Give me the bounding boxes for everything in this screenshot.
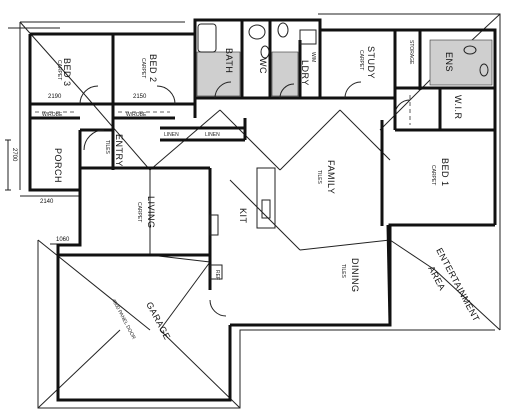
roof-outline: [8, 13, 501, 409]
room-ensuite: ENS: [444, 52, 454, 72]
room-dining-floor: TILES: [340, 264, 346, 279]
dim-porch-height: 2700: [11, 148, 17, 162]
room-study: STUDY: [366, 46, 376, 79]
dim-porch-width: 2140: [40, 199, 54, 205]
room-bed1-floor: CARPET: [430, 165, 436, 185]
room-bed3-floor: CARPET: [56, 60, 62, 80]
interior-walls: [30, 20, 495, 290]
doors: [79, 81, 411, 317]
room-wc: WC: [258, 58, 268, 74]
room-family-floor: TILES: [316, 170, 322, 185]
wrobe-bed3: W/ROBE: [42, 112, 63, 118]
wm-label: W/M: [310, 52, 316, 62]
garage-door-note: 4800 PANEL DOOR: [110, 298, 136, 341]
dim-bed3-width: 2190: [48, 94, 62, 100]
room-dining: DINING: [350, 258, 360, 293]
ref-label: REF: [214, 270, 220, 280]
room-living: LIVING: [146, 196, 156, 229]
room-laundry: LDRY: [300, 60, 310, 86]
linen-1: LINEN: [164, 132, 179, 138]
room-garage: GARAGE: [144, 300, 172, 341]
room-labels: BED 3 CARPET 2190 BED 2 CARPET 2150 BATH…: [11, 40, 482, 342]
room-entry-floor: TILES: [104, 140, 110, 155]
room-porch: PORCH: [53, 148, 63, 183]
room-bath: BATH: [224, 48, 234, 73]
room-bed1: BED 1: [440, 158, 450, 187]
room-living-floor: CARPET: [136, 202, 142, 222]
robe-shelving: [35, 95, 411, 125]
room-wir: W.I.R: [453, 95, 463, 120]
room-bed2-floor: CARPET: [140, 58, 146, 78]
wet-area-tiles: [196, 39, 493, 97]
dim-bed2-width: 2150: [133, 94, 147, 100]
room-entry: ENTRY: [114, 134, 124, 167]
linen-2: LINEN: [205, 132, 220, 138]
room-storage: STORAGE: [408, 40, 414, 65]
room-kitchen: KIT: [238, 208, 248, 224]
room-bed3: BED 3: [62, 58, 72, 87]
dim-1060: 1060: [56, 237, 70, 243]
room-bed2: BED 2: [148, 54, 158, 83]
wrobe-bed2: W/ROBE: [126, 112, 147, 118]
room-family: FAMILY: [326, 160, 336, 194]
room-study-floor: CARPET: [358, 50, 364, 70]
fixtures: [197, 22, 489, 280]
